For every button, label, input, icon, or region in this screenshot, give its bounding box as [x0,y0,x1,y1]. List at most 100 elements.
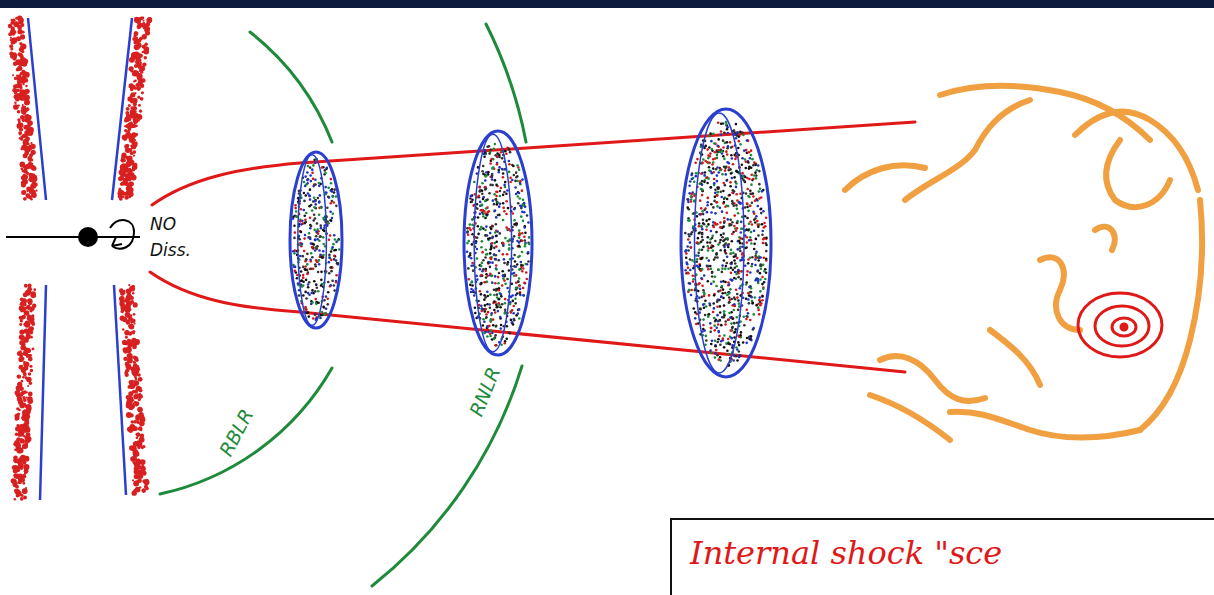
disk-dot [14,449,16,451]
disk-dot [21,380,24,383]
shell-dot [312,185,315,188]
shell-dot [293,237,296,240]
disk-dot [139,38,141,40]
disk-dot [25,85,27,87]
shell-dot [466,231,469,234]
shell-dot [501,270,504,273]
disk-dot [123,290,126,293]
shell-dot [308,232,311,235]
shell-dot [514,302,517,305]
shell-dot [498,166,501,169]
shell-dot [512,312,515,315]
shell-dot [523,204,526,207]
shell-dot [484,304,487,307]
shell-dot [332,195,335,198]
shell-dot [330,220,333,223]
shell-dot [330,182,333,185]
shell-dot [489,273,492,276]
shell-dot [331,246,334,249]
disk-dot [29,365,32,368]
shell-dot [505,200,508,203]
shell-dot [501,168,504,171]
shell-dot [322,305,325,308]
shell-dot [482,215,485,218]
shell-dot [495,195,498,198]
shell-dot [320,227,323,230]
shell-dot [296,277,299,280]
disk-dot [17,79,21,83]
shell-dot [497,214,500,217]
shell-dot [486,328,489,331]
shell-dot [485,317,488,320]
shell-dot [509,181,512,184]
disk-dot [20,115,24,119]
shell-dot [494,275,497,278]
disk-dot [22,446,25,449]
disk-dot [137,407,142,412]
black-hole [78,227,98,247]
shell-dot [481,251,484,254]
shell-dot [495,223,498,226]
shell-dot [495,191,498,194]
disk-dot [127,413,131,417]
shell-dot [331,190,334,193]
shell-dot [527,251,530,254]
disk-dot [19,95,25,101]
disk-dot [134,79,137,82]
shell-dot [519,180,522,183]
shell-dot [490,247,493,250]
shell-dot [497,169,500,172]
disk-dot [135,115,137,117]
shell-dot [518,255,521,258]
disk-dot [22,402,26,406]
disk-dot [14,440,20,446]
disk-dot [18,126,20,128]
shell-dot [474,312,477,315]
disk-dot [129,429,133,433]
shell-dot [308,205,311,208]
shell-dot [489,320,492,323]
shell-dot [319,224,322,227]
shell-dot [517,195,520,198]
disk-dot [121,172,124,175]
disk-dot [126,412,132,418]
disk-dot [126,124,131,129]
shell-dot [302,284,305,287]
disk-dot [120,310,124,314]
shell-dot [504,186,507,189]
disk-dot [14,459,18,463]
disk-dot [138,412,143,417]
shell-dot [493,288,496,291]
disk-dot [146,18,152,24]
disk-dot [118,194,122,198]
disk-dot [20,467,23,470]
disk-dot [139,65,145,71]
disk-dot [14,459,16,461]
shell-dot [484,234,487,237]
shell-dot [300,270,303,273]
shell-dot [311,209,314,212]
shell-dot [508,332,511,335]
disk-dot [135,124,138,127]
shell-dot [305,258,308,261]
disk-dot [22,488,27,493]
disk-dot [31,163,33,165]
disk-dot [134,356,139,361]
disk-dot [8,32,12,36]
shell-dot [509,238,512,241]
shell-dot [514,297,517,300]
shell-dot [314,178,317,181]
shell-dot [305,212,308,215]
disk-dot [25,89,30,94]
shell-dot [311,171,314,174]
disk-dot [130,151,134,155]
shell-dot [478,186,481,189]
shell-dot [328,261,331,264]
shell-dot [324,312,327,315]
disk-dot [127,184,132,189]
disk-dot [128,358,133,363]
disk-dot [129,168,131,170]
shell-dot [320,206,323,209]
shell-dot [309,188,312,191]
top-bar [0,0,1214,8]
